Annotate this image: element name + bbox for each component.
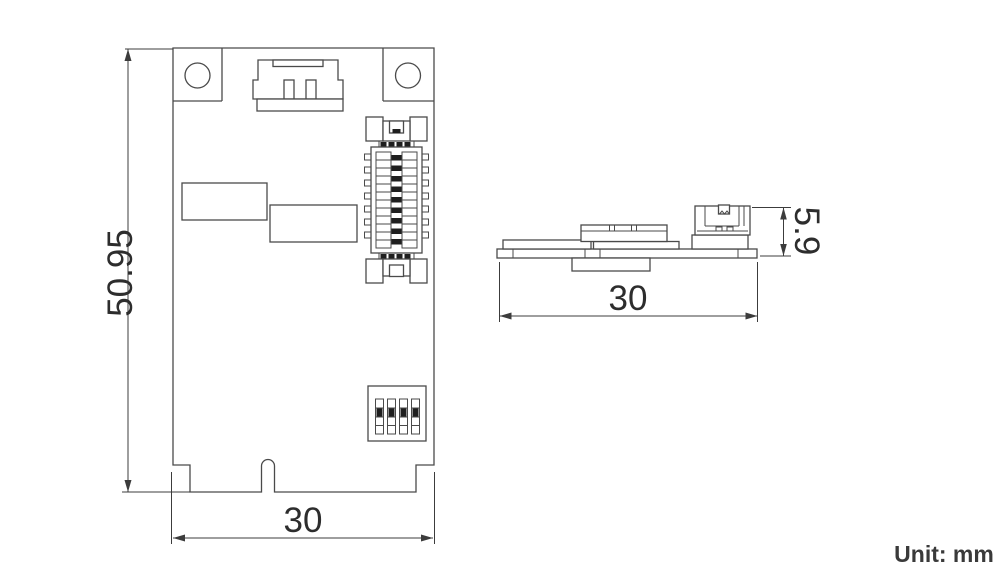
top-connector-notch [272, 59, 324, 68]
component-rect-2 [269, 204, 358, 243]
pcb-side [496, 248, 758, 259]
b2b-top-pin-bar [380, 142, 411, 147]
component-rect-1 [181, 182, 268, 221]
pcb-side-ticks [512, 249, 739, 258]
side-component-mid [580, 224, 680, 250]
mounting-hole-right [394, 62, 422, 89]
top-connector-pin-2 [305, 79, 317, 100]
front-height-dim-label: 50.95 [101, 229, 140, 317]
dip-switch [367, 385, 427, 442]
side-height-dimension: 5.9 [752, 207, 826, 257]
b2b-bottom-pin-bar [380, 254, 411, 259]
front-view: 50.95 30 [101, 47, 435, 544]
unit-note: Unit: mm [894, 541, 994, 567]
side-view: 30 5.9 [496, 204, 826, 322]
dip-switch-positions [375, 398, 420, 435]
top-connector-pin-1 [283, 79, 295, 100]
front-width-dimension: 30 [171, 472, 435, 544]
top-connector-side [691, 204, 751, 250]
front-height-dimension: 50.95 [101, 48, 190, 493]
top-connector-base [256, 98, 344, 112]
b2b-side-pins-left [364, 153, 372, 239]
b2b-pin-ladder-left [375, 151, 392, 249]
mounting-pad-right [382, 48, 434, 102]
side-component-flat [502, 239, 592, 250]
b2b-connector-front [364, 116, 429, 284]
front-width-dim-label: 30 [284, 501, 323, 540]
side-height-dim-label: 5.9 [787, 207, 826, 256]
side-width-dimension: 30 [499, 262, 758, 322]
side-width-dim-label: 30 [609, 279, 648, 318]
b2b-center-pads [391, 155, 402, 245]
mounting-hole-left [184, 62, 211, 89]
mounting-pad-left [173, 48, 223, 102]
board-outline [172, 47, 435, 493]
b2b-connector-side [571, 257, 651, 272]
b2b-pin-ladder-right [401, 151, 418, 249]
b2b-side-pins-right [421, 153, 429, 239]
top-connector [252, 59, 344, 112]
